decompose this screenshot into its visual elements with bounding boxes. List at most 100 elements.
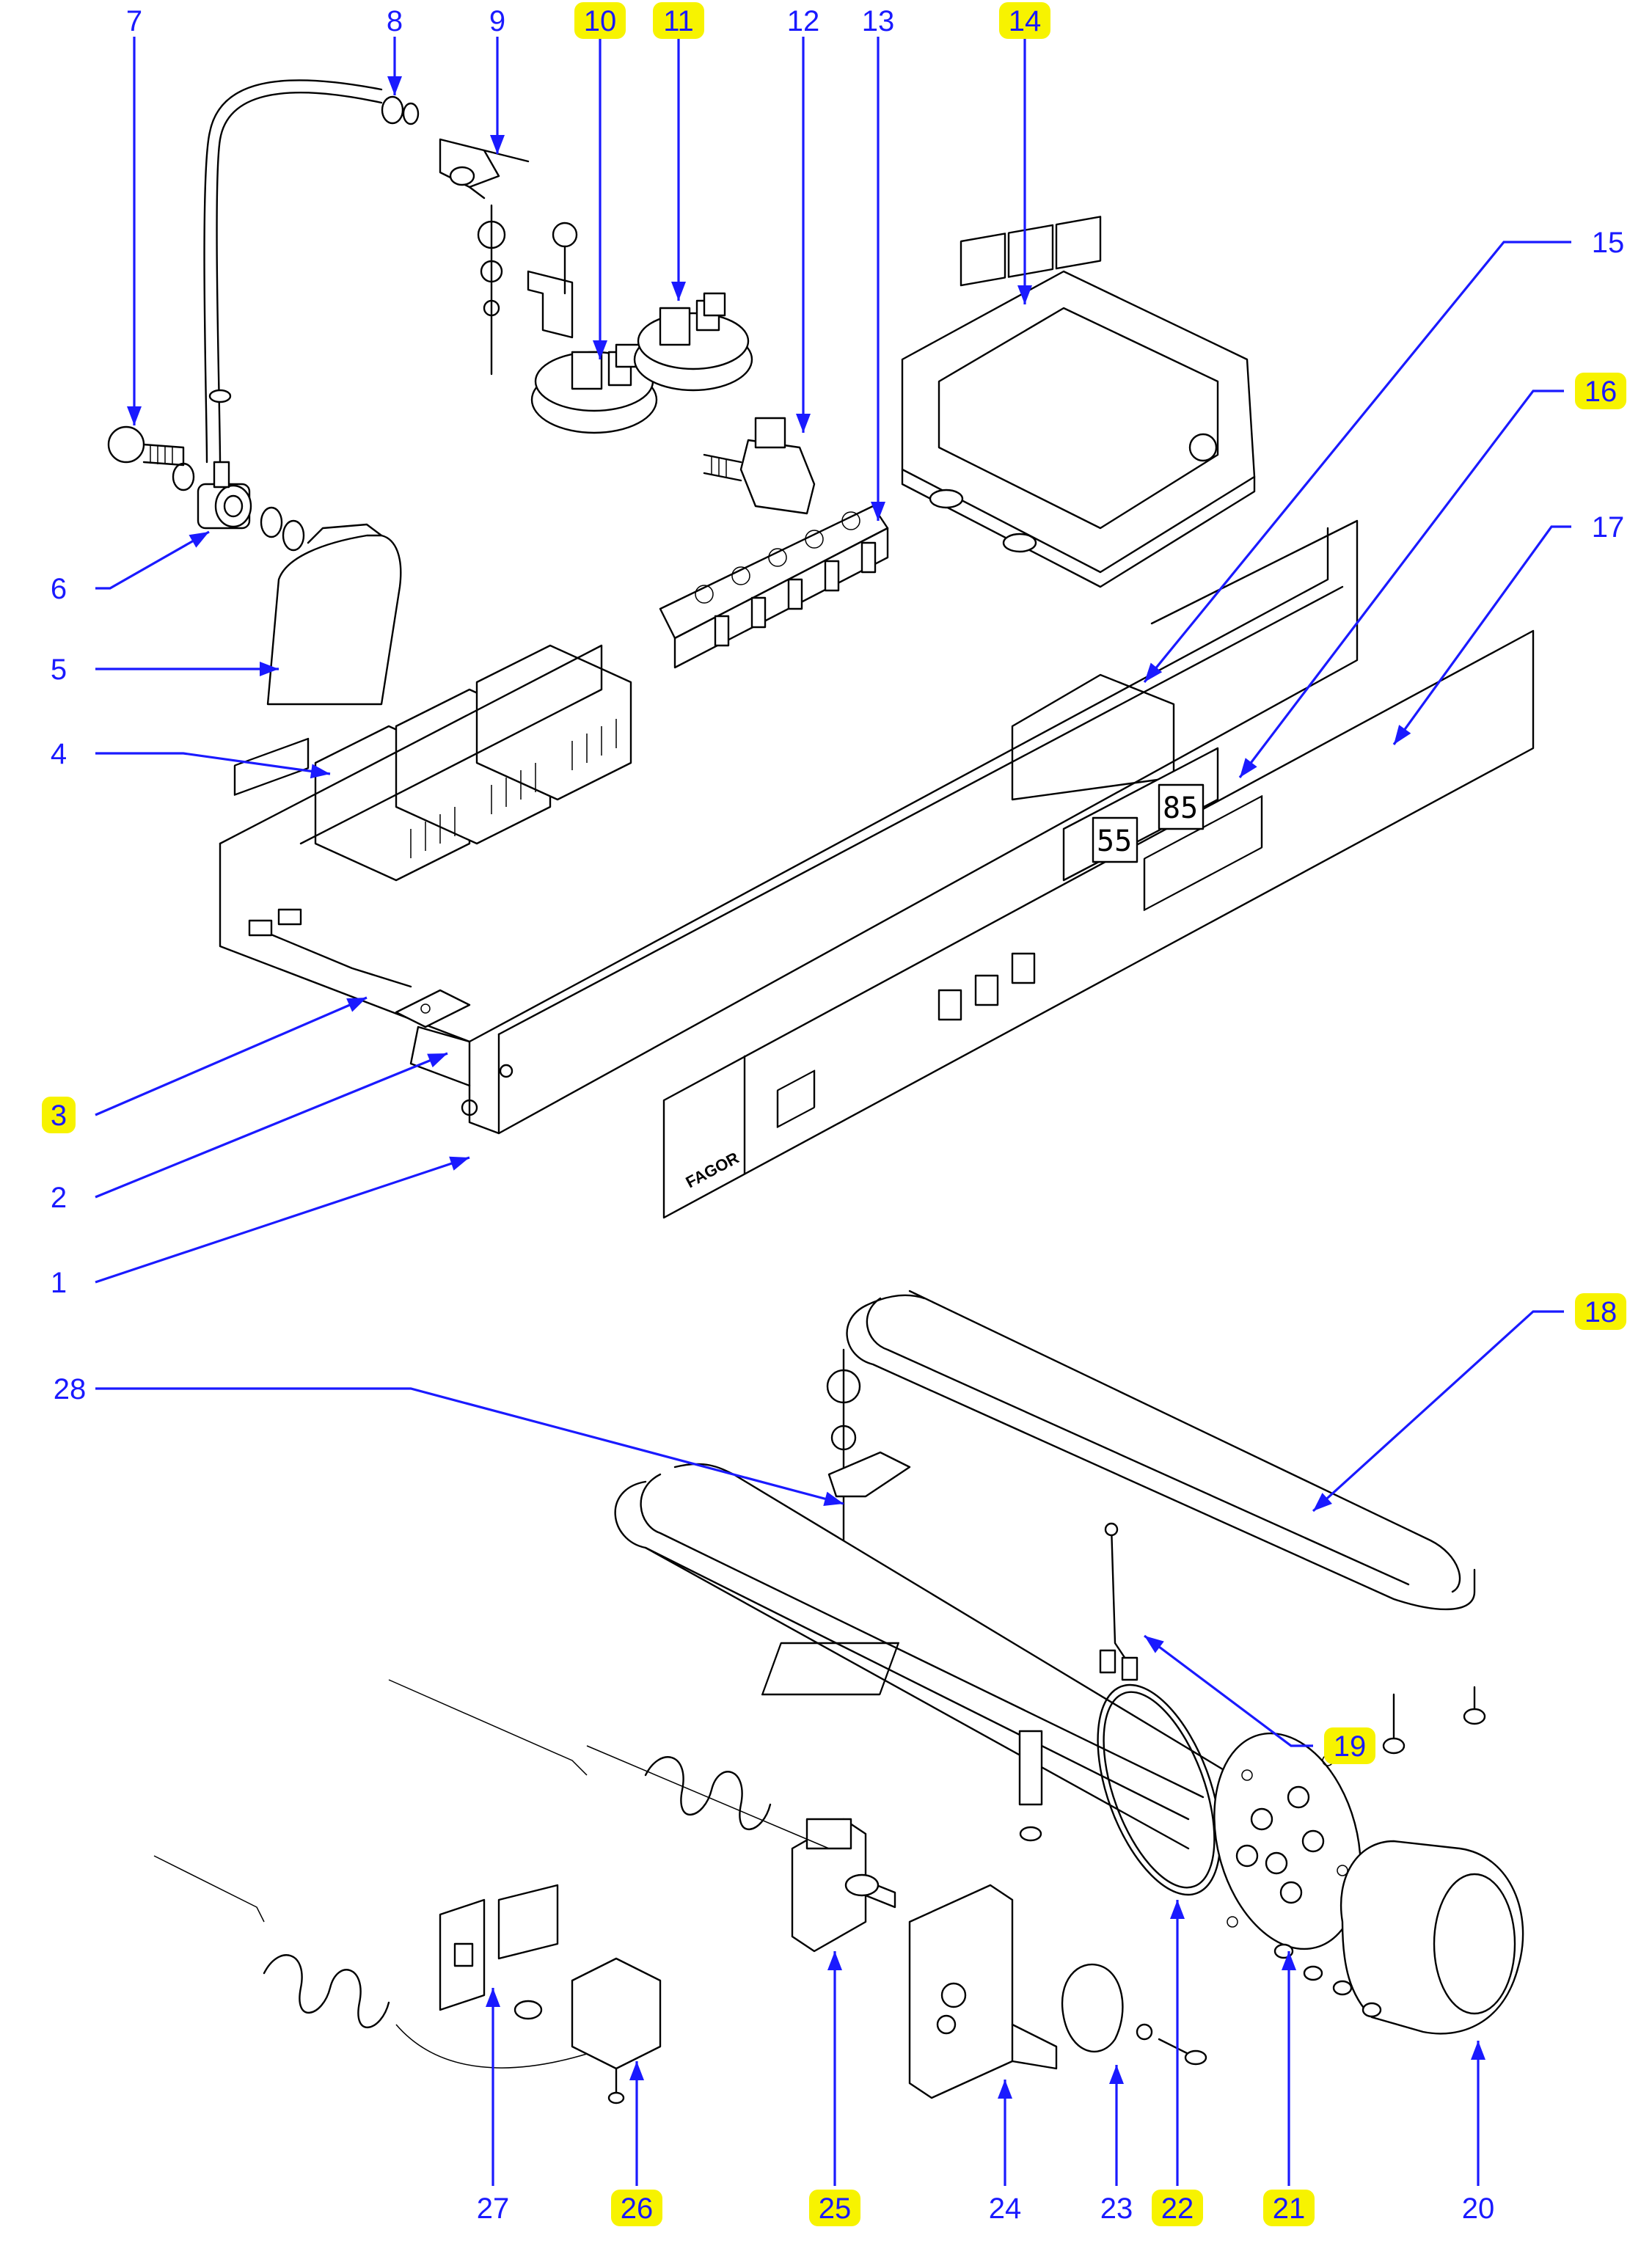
- bracket-part-2: [395, 989, 471, 1028]
- callout-23: 23: [1100, 2065, 1133, 2225]
- callout-25-label: 25: [819, 2193, 852, 2225]
- callout-14: 14: [999, 2, 1050, 304]
- callout-2-arrowhead: [427, 1053, 447, 1068]
- callout-4-label: 4: [51, 738, 67, 770]
- callout-17-leader: [1392, 525, 1571, 745]
- callout-1: 1: [51, 1156, 470, 1299]
- bracket-part-24: [908, 1730, 1058, 2099]
- heating-element-lower: [614, 1463, 1234, 1850]
- callout-16: 16: [1238, 373, 1626, 778]
- callout-10-arrowhead: [593, 340, 607, 359]
- callout-27-label: 27: [477, 2193, 510, 2225]
- hose-fitting-part-7: [107, 79, 383, 467]
- callout-4-leader: [95, 752, 331, 775]
- callout-9: 9: [489, 5, 505, 154]
- callout-11: 11: [653, 2, 704, 301]
- callout-12-arrowhead: [796, 414, 811, 433]
- callout-12-label: 12: [787, 5, 820, 37]
- callout-19-highlight: [1324, 1727, 1375, 1764]
- callout-18-leader: [1312, 1310, 1564, 1513]
- display-left-value: 55: [1097, 824, 1132, 858]
- callout-26: 26: [611, 2061, 662, 2226]
- mounting-clip-part-28: [826, 1348, 911, 1542]
- callout-19-leader: [1144, 1634, 1313, 1747]
- callout-5-arrowhead: [260, 662, 279, 676]
- callout-22-highlight: [1152, 2190, 1203, 2226]
- callout-3: 3: [42, 996, 368, 1133]
- callout-2-label: 2: [51, 1182, 67, 1214]
- callout-26-arrowhead: [629, 2061, 644, 2080]
- callout-17-label: 17: [1592, 511, 1625, 544]
- callout-19-arrowhead: [1144, 1636, 1164, 1653]
- callout-10: 10: [574, 2, 626, 359]
- relay-part-12: [703, 417, 816, 515]
- callout-19: 19: [1144, 1634, 1375, 1764]
- callout-2-leader: [95, 1052, 448, 1199]
- callout-14-label: 14: [1009, 5, 1042, 37]
- callout-13-label: 13: [862, 5, 895, 37]
- callout-25: 25: [809, 1951, 860, 2226]
- callout-19-label: 19: [1334, 1730, 1367, 1763]
- relays-part-4: [314, 644, 632, 882]
- callout-3-label: 3: [51, 1100, 67, 1132]
- callout-21-arrowhead: [1282, 1951, 1296, 1970]
- callout-15-arrowhead: [1144, 662, 1163, 682]
- callout-18-arrowhead: [1313, 1493, 1332, 1511]
- callout-27: 27: [477, 1988, 510, 2225]
- callout-9-arrowhead: [490, 135, 505, 154]
- callout-10-highlight: [574, 2, 626, 39]
- callout-28-arrowhead: [823, 1491, 844, 1506]
- callout-13: 13: [862, 5, 895, 521]
- pressure-switch-part-11: [633, 292, 753, 392]
- callout-20-arrowhead: [1471, 2041, 1485, 2060]
- callout-25-arrowhead: [827, 1951, 842, 1970]
- callout-4: 4: [51, 738, 331, 779]
- dial-scale-part-23: [1061, 1964, 1207, 2066]
- callout-2: 2: [51, 1052, 448, 1214]
- callout-8-arrowhead: [387, 76, 402, 95]
- callout-16-arrowhead: [1240, 758, 1257, 778]
- callout-16-leader: [1238, 390, 1564, 778]
- callout-22: 22: [1152, 1900, 1203, 2226]
- callout-17: 17: [1392, 511, 1625, 745]
- callout-11-label: 11: [663, 5, 694, 37]
- coil-spring-lower: [153, 1855, 390, 2028]
- callout-5-label: 5: [51, 654, 67, 686]
- callout-11-highlight: [653, 2, 704, 39]
- callout-7-label: 7: [126, 5, 142, 37]
- callout-9-label: 9: [489, 5, 505, 37]
- callout-26-label: 26: [621, 2193, 654, 2225]
- callout-11-arrowhead: [671, 282, 686, 301]
- control-box-part-14: [901, 216, 1256, 588]
- callout-24-arrowhead: [998, 2080, 1012, 2099]
- safety-thermostat-part-26: [395, 1957, 662, 2104]
- chassis-part-1: [219, 519, 1359, 1135]
- heating-element-part-18: [761, 1290, 1486, 1755]
- callout-13-arrowhead: [871, 502, 885, 521]
- callout-7: 7: [126, 5, 142, 425]
- callout-6: 6: [51, 530, 210, 605]
- callout-16-highlight: [1575, 373, 1626, 409]
- gasket-part-22: [1097, 1683, 1221, 1896]
- thermostat-part-25: [586, 1745, 896, 1953]
- callout-8: 8: [387, 5, 403, 95]
- callout-26-highlight: [611, 2190, 662, 2226]
- callout-21-highlight: [1263, 2190, 1315, 2226]
- callout-1-label: 1: [51, 1267, 67, 1299]
- bracket-part-27: [439, 1884, 559, 2011]
- valve-body-part-6: [172, 461, 305, 552]
- callout-20-label: 20: [1462, 2193, 1495, 2225]
- callout-10-label: 10: [584, 5, 617, 37]
- pressure-switch-part-10: [530, 343, 658, 434]
- callout-28: 28: [54, 1373, 844, 1506]
- callout-14-arrowhead: [1017, 285, 1032, 304]
- callout-1-arrowhead: [449, 1156, 469, 1171]
- coil-spring-upper: [388, 1679, 772, 1830]
- display-part-16: 55 85: [1062, 747, 1219, 882]
- terminal-block-part-13: [659, 505, 889, 669]
- callout-22-arrowhead: [1170, 1900, 1185, 1919]
- callout-24: 24: [989, 2080, 1021, 2225]
- cover-part-5: [266, 523, 402, 706]
